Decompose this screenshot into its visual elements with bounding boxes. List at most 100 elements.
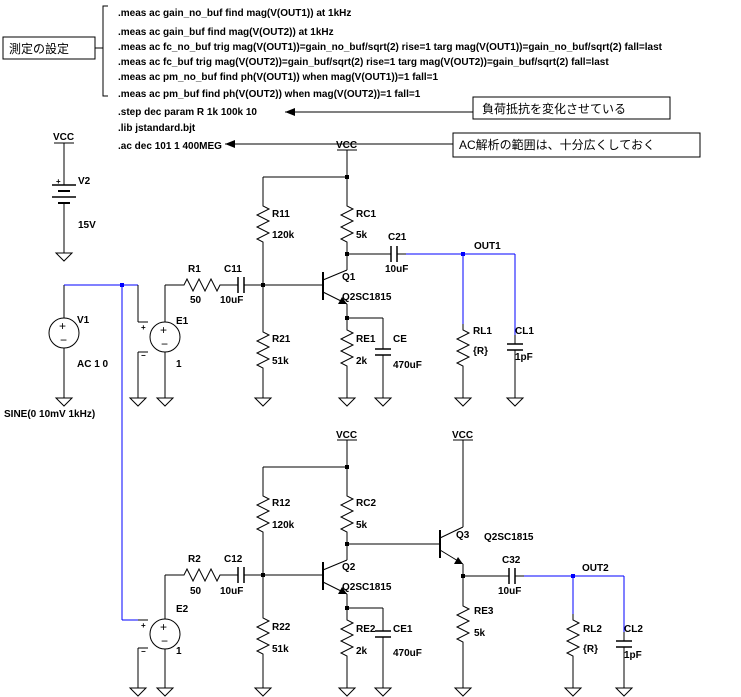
directive-meas-fc-no-buf[interactable]: .meas ac fc_no_buf trig mag(V(OUT1))=gai…: [118, 42, 663, 53]
re3-name-label: RE3: [474, 606, 494, 617]
q3-transistor[interactable]: [439, 526, 464, 565]
c12-capacitor[interactable]: [228, 566, 254, 584]
directive-step[interactable]: .step dec param R 1k 100k 10: [118, 107, 257, 118]
r1-resistor[interactable]: [177, 278, 227, 292]
directive-lib[interactable]: .lib jstandard.bjt: [118, 123, 196, 134]
re3-resistor[interactable]: [456, 599, 470, 649]
r22-value-label: 51k: [272, 644, 289, 655]
r2-value-label: 50: [190, 586, 202, 597]
out1-net-label: OUT1: [474, 241, 501, 252]
r1-value-label: 50: [190, 295, 202, 306]
c32-name-label: C32: [502, 555, 521, 566]
rc1-value-label: 5k: [356, 230, 368, 241]
r11-value-label: 120k: [272, 230, 295, 241]
e1-gain-label: 1: [176, 359, 182, 370]
svg-text:−: −: [141, 351, 146, 360]
directive-meas-fc-buf[interactable]: .meas ac fc_buf trig mag(V(OUT2))=gain_b…: [118, 57, 609, 68]
r21-value-label: 51k: [272, 356, 289, 367]
r12-name-label: R12: [272, 498, 291, 509]
r22-name-label: R22: [272, 622, 291, 633]
r2-resistor[interactable]: [177, 568, 227, 582]
callout-ac-range-label: AC解析の範囲は、十分広くしておく: [459, 137, 655, 152]
source-v1[interactable]: V1 AC 1 0 SINE(0 10mV 1kHz): [4, 285, 109, 420]
svg-text:−: −: [141, 647, 146, 656]
e2-gain-label: 1: [176, 646, 182, 657]
q3-model-label: Q2SC1815: [484, 532, 534, 543]
re2-resistor[interactable]: [340, 613, 354, 663]
cl1-value-label: 1pF: [515, 352, 533, 363]
c21-name-label: C21: [388, 232, 407, 243]
e1-name-label: E1: [176, 316, 189, 327]
r1-name-label: R1: [188, 264, 201, 275]
q1-name-label: Q1: [342, 272, 356, 283]
ce1-value-label: 470uF: [393, 648, 422, 659]
r12-resistor[interactable]: [256, 489, 270, 539]
e2-name-label: E2: [176, 604, 189, 615]
q2-name-label: Q2: [342, 562, 356, 573]
rc2-resistor[interactable]: [340, 489, 354, 539]
directive-meas-pm-buf[interactable]: .meas ac pm_buf find ph(V(OUT2)) when ma…: [118, 89, 421, 100]
load-sweep-callout: 負荷抵抗を変化させている: [285, 96, 671, 120]
input-net: [64, 283, 139, 621]
r12-value-label: 120k: [272, 520, 295, 531]
stage1-amplifier: + − E1 1 R1 50 C11 10uF VCC R11 120k R21…: [129, 140, 534, 407]
ce1-name-label: CE1: [393, 624, 413, 635]
q1-transistor[interactable]: [322, 269, 348, 305]
cl1-name-label: CL1: [515, 326, 534, 337]
c11-value-label: 10uF: [220, 295, 243, 306]
r11-resistor[interactable]: [256, 199, 270, 249]
measurement-callout: 測定の設定: [2, 5, 108, 97]
r21-name-label: R21: [272, 334, 291, 345]
rl2-resistor[interactable]: [566, 613, 580, 663]
out2-net-label: OUT2: [582, 563, 609, 574]
directive-meas-gain-no-buf[interactable]: .meas ac gain_no_buf find mag(V(OUT1)) a…: [118, 8, 351, 19]
stage2-amplifier: + − E2 1 R2 50 C12 10uF VCC R12 120k R22…: [129, 430, 643, 697]
svg-text:+: +: [56, 177, 61, 186]
rc1-name-label: RC1: [356, 209, 376, 220]
stage2-vcc-label: VCC: [336, 430, 357, 441]
rl2-value-label: {R}: [583, 644, 598, 655]
ce1-capacitor[interactable]: [374, 621, 392, 647]
rl1-resistor[interactable]: [456, 323, 470, 373]
rl1-name-label: RL1: [473, 326, 492, 337]
re2-name-label: RE2: [356, 624, 376, 635]
c12-value-label: 10uF: [220, 586, 243, 597]
r2-name-label: R2: [188, 554, 201, 565]
directive-ac[interactable]: .ac dec 101 1 400MEG: [118, 141, 222, 152]
supply-v2[interactable]: VCC V2 15V +: [52, 132, 96, 262]
ac-range-callout: AC解析の範囲は、十分広くしておく: [225, 132, 701, 158]
spice-directives: .meas ac gain_no_buf find mag(V(OUT1)) a…: [118, 8, 663, 152]
directive-meas-pm-no-buf[interactable]: .meas ac pm_no_buf find ph(V(OUT1)) when…: [118, 72, 438, 83]
cl2-value-label: 1pF: [624, 650, 642, 661]
v1-sine-label: SINE(0 10mV 1kHz): [4, 409, 95, 420]
supply-net-label: VCC: [53, 132, 74, 143]
c11-name-label: C11: [224, 264, 242, 275]
v1-name-label: V1: [77, 315, 90, 326]
c21-value-label: 10uF: [385, 264, 408, 275]
directive-meas-gain-buf[interactable]: .meas ac gain_buf find mag(V(OUT2)) at 1…: [118, 27, 334, 38]
supply-value-label: 15V: [78, 220, 96, 231]
rc2-name-label: RC2: [356, 498, 376, 509]
c32-capacitor[interactable]: [499, 567, 525, 585]
c11-capacitor[interactable]: [228, 276, 254, 294]
re2-value-label: 2k: [356, 646, 368, 657]
r21-resistor[interactable]: [256, 325, 270, 375]
r22-resistor[interactable]: [256, 611, 270, 661]
q2-transistor[interactable]: [322, 559, 348, 595]
rc1-resistor[interactable]: [340, 199, 354, 249]
ce-capacitor[interactable]: [374, 339, 392, 365]
q2-model-label: Q2SC1815: [342, 582, 392, 593]
c12-name-label: C12: [224, 554, 243, 565]
e1-source[interactable]: + − E1 1: [129, 285, 189, 407]
q3-vcc-label: VCC: [452, 430, 473, 441]
c21-capacitor[interactable]: [381, 245, 407, 263]
cl2-name-label: CL2: [624, 624, 643, 635]
re1-name-label: RE1: [356, 334, 376, 345]
e2-source[interactable]: + − E2 1: [129, 575, 189, 697]
svg-text:+: +: [141, 323, 146, 332]
re1-resistor[interactable]: [340, 323, 354, 373]
callout-measurement-label: 測定の設定: [9, 41, 69, 56]
re3-value-label: 5k: [474, 628, 486, 639]
svg-text:+: +: [141, 621, 146, 630]
